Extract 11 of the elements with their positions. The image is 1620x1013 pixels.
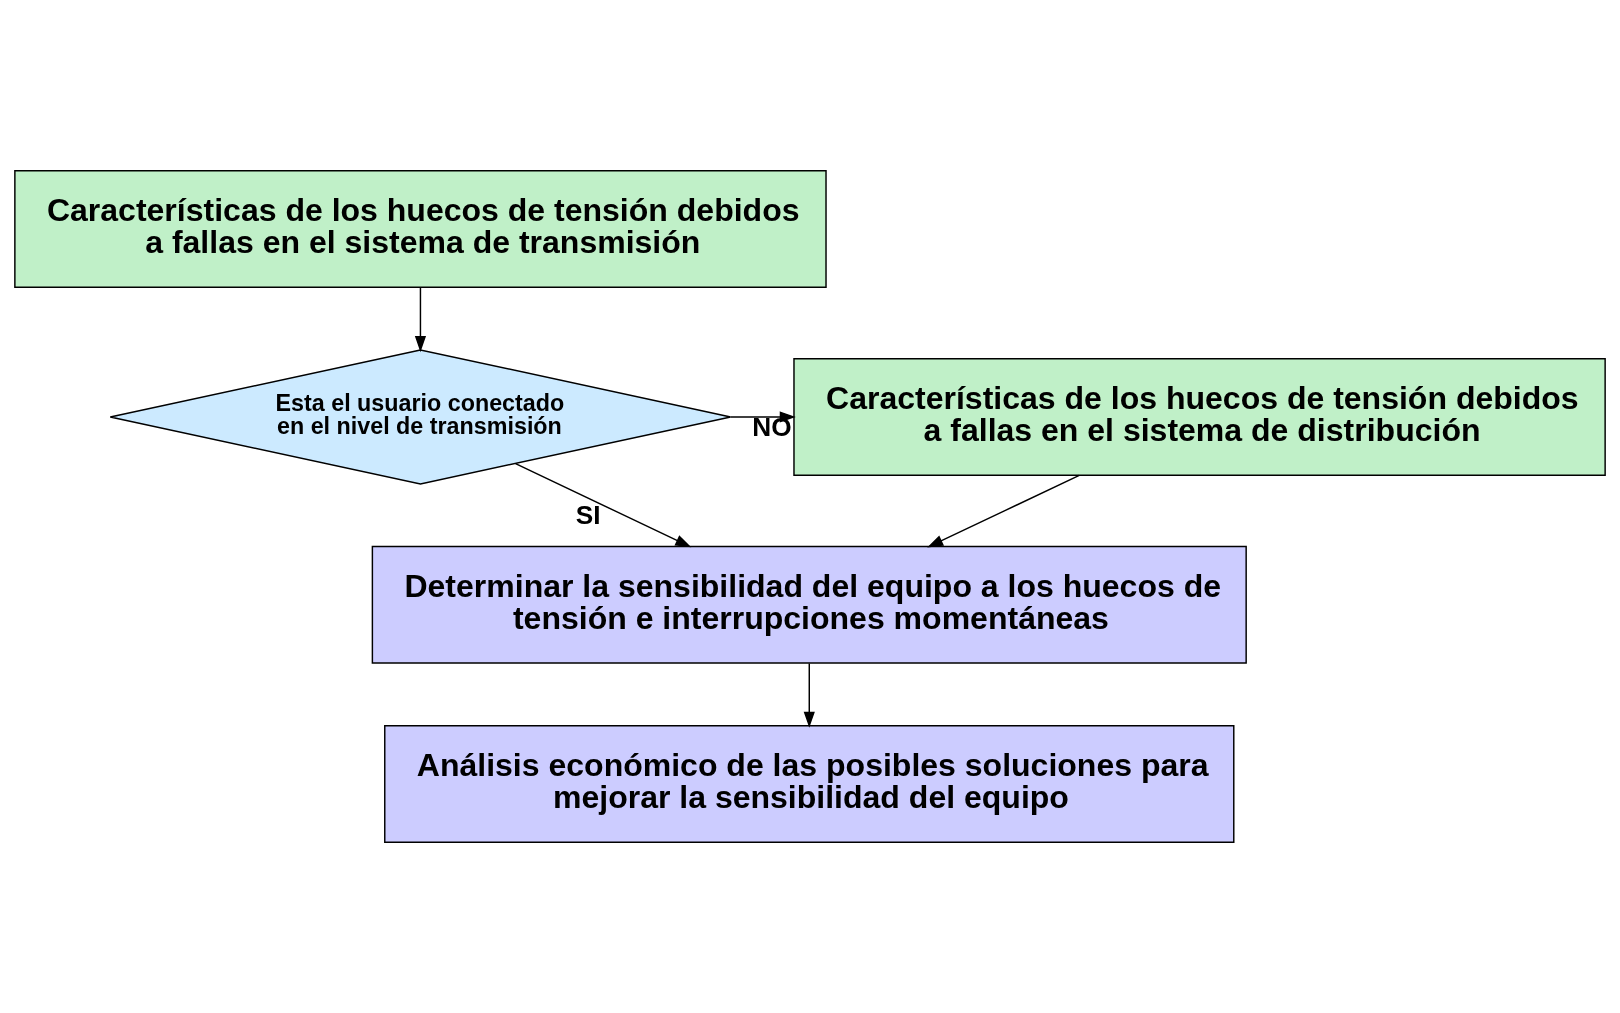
edge-label: NO: [752, 412, 792, 443]
node-box: Características de los huecos de tensión debidos a fallas en el sistema de distribución: [793, 357, 1606, 476]
arrow: [803, 662, 815, 728]
edge-label: SI: [575, 500, 601, 531]
arrow: [514, 462, 692, 548]
node-box: Determinar la sensibilidad del equipo a los huecos de tensión e interrupciones momentáneas: [371, 545, 1247, 664]
arrow: [414, 286, 427, 353]
node-box: Características de los huecos de tensión debidos a fallas en el sistema de transmisión: [14, 170, 827, 289]
node-box: Análisis económico de las posibles soluciones para mejorar la sensibilidad del equipo: [384, 724, 1235, 843]
arrow: [927, 474, 1080, 548]
node-diamond: Esta el usuario conectado en el nivel de transmisión: [109, 349, 732, 485]
